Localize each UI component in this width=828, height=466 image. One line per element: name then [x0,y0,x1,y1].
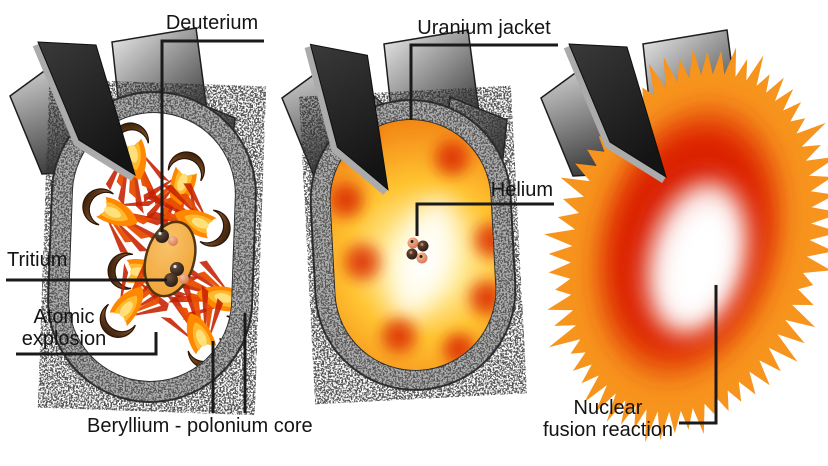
highlight-dot [158,231,162,236]
particle-dot [409,251,413,254]
label-deuterium: Deuterium [165,12,259,34]
helium-particle-icon [416,252,428,264]
fusion-leader-line [679,285,718,425]
label-atomic-explosion: Atomic explosion [21,306,107,350]
fuel-capsule [143,220,197,298]
label-uranium-jacket: Uranium jacket [417,17,551,39]
deuterium-atom-icon [168,236,178,246]
helium-cluster [406,237,429,264]
particle-dot [419,255,423,258]
label-helium: Helium [490,179,553,201]
panel-compression-stage [281,29,517,391]
label-tritium: Tritium [7,249,68,271]
atomic-explosion-leader-line [16,332,158,356]
tritium-atom-icon [170,262,184,276]
tritium-atom-icon [164,273,178,287]
particle-dot [410,240,414,243]
leader-lines [6,39,718,425]
label-nuclear-fusion-reaction: Nuclear fusion reaction [542,397,674,441]
panel-fission-stage [9,27,257,403]
highlight-dot [173,264,177,269]
helium-particle-icon [407,237,419,249]
deuterium-atom-icon [155,229,169,243]
helium-particle-icon [417,240,429,252]
panel-fusion-stage [540,29,828,443]
helium-particle-icon [406,248,418,260]
helium-leader-line [415,202,554,236]
particle-dot [420,243,424,246]
tritium-atom-icon [179,274,189,284]
deuterium-leader-line [160,39,264,232]
uranium-jacket-leader-line [409,43,558,120]
label-beryllium-polonium-core: Beryllium - polonium core [87,415,313,437]
